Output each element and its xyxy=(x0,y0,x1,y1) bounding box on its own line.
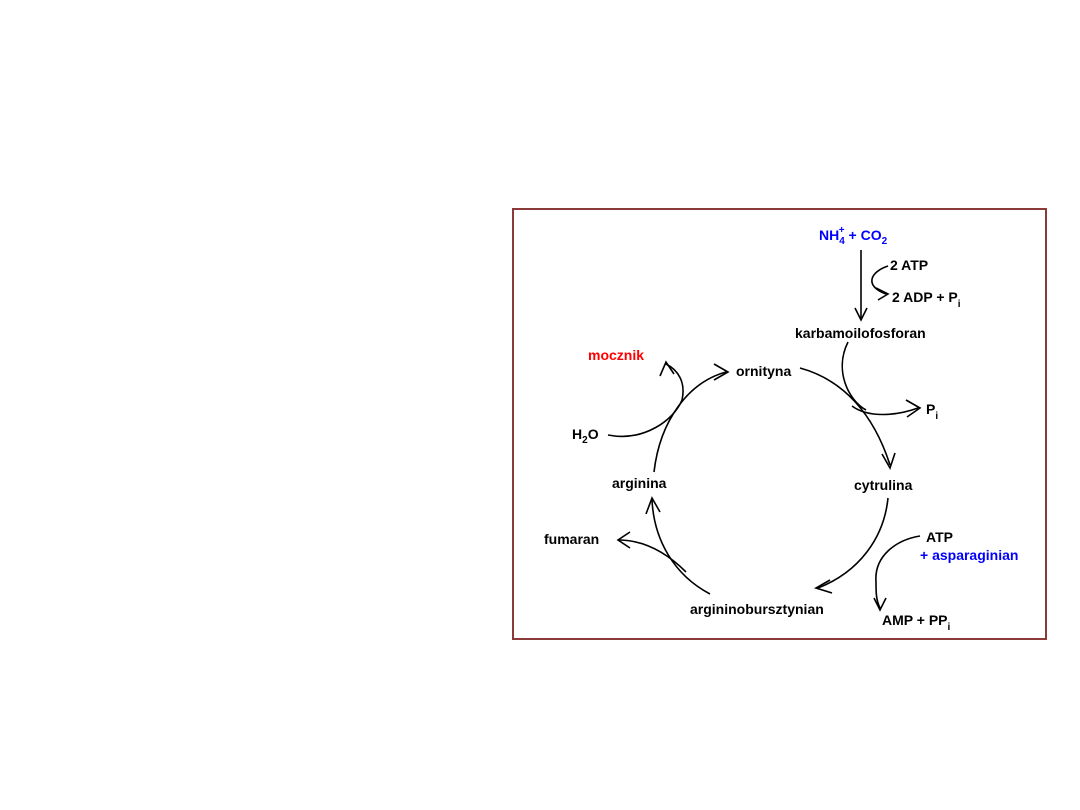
urea-cycle-svg: NH4+ + CO2 2 ATP 2 ADP + Pi karbamoilofo… xyxy=(544,225,1018,633)
arrowhead-arginina xyxy=(645,496,661,515)
arc-cytrulina-argininobursztynian xyxy=(817,497,889,589)
step1-atp-label: 2 ATP xyxy=(890,257,928,273)
arrowhead-ornityna xyxy=(713,363,730,381)
fumaran-label: fumaran xyxy=(544,531,599,547)
fumaran-curve xyxy=(617,539,687,573)
atp-amp-curve xyxy=(875,535,921,609)
node-cytrulina: cytrulina xyxy=(854,477,913,493)
mocznik-arrowhead xyxy=(659,360,675,377)
node-arginina: arginina xyxy=(612,475,667,491)
atp-adp-arrowhead xyxy=(875,287,890,301)
h2o-mocznik-curve xyxy=(607,363,684,438)
carbamoyl-entry-curve xyxy=(841,341,867,411)
atp-adp-curve xyxy=(871,265,889,295)
input-arrowhead xyxy=(854,307,868,322)
mocznik-label: mocznik xyxy=(588,347,644,363)
fumaran-arrowhead xyxy=(616,531,631,549)
atp-label: ATP xyxy=(926,529,953,545)
arrowhead-cytrulina xyxy=(881,452,896,470)
urea-cycle-diagram: NH4+ + CO2 2 ATP 2 ADP + Pi karbamoilofo… xyxy=(512,208,1047,640)
arc-argininobursztynian-arginina xyxy=(651,499,711,595)
node-argininobursztynian: argininobursztynian xyxy=(690,601,824,617)
h2o-label: H2O xyxy=(572,426,599,446)
amp-arrowhead xyxy=(873,597,887,612)
pi-arrowhead xyxy=(905,399,922,418)
amp-label: AMP + PPi xyxy=(882,612,951,633)
pi-label: Pi xyxy=(926,401,938,422)
node-karbamoilofosforan: karbamoilofosforan xyxy=(795,325,926,341)
arrowhead-argininobursztynian xyxy=(814,579,833,594)
asparaginian-label: + asparaginian xyxy=(920,547,1018,563)
step1-adp-label: 2 ADP + Pi xyxy=(892,289,961,310)
input-label: NH4+ + CO2 xyxy=(819,225,888,247)
pi-release-curve xyxy=(851,405,919,416)
node-ornityna: ornityna xyxy=(736,363,791,379)
